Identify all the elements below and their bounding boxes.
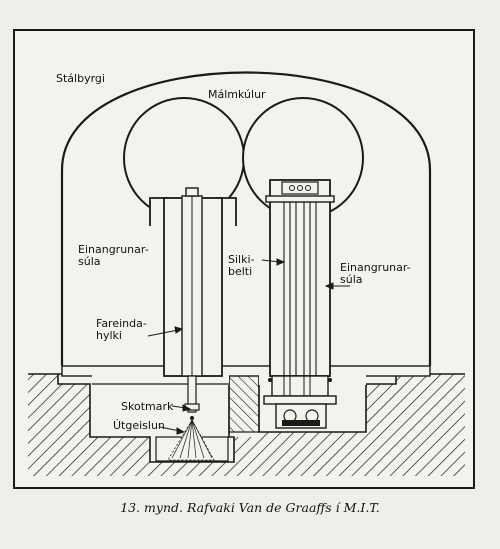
- silk-belt: [283, 202, 317, 376]
- label-insulating-column-right: Einangrunar- súla: [340, 261, 411, 286]
- label-silk-belt: Silki- belti: [228, 253, 255, 278]
- metal-spheres: [123, 97, 364, 219]
- label-radiation: Útgeislun: [113, 419, 165, 432]
- figure-caption: 13. mynd. Rafvaki Van de Graaffs í M.I.T…: [120, 500, 380, 515]
- label-insulating-column-left: Einangrunar- súla: [78, 243, 149, 268]
- label-metal-spheres: Málmkúlur: [208, 88, 266, 101]
- label-accelerator-tube: Fareinda- hylki: [96, 317, 147, 342]
- leader-arrows: [147, 258, 350, 435]
- label-steel-building: Stálbyrgi: [56, 72, 105, 85]
- ground-foundation: [28, 373, 465, 476]
- left-insulating-column: [149, 187, 237, 461]
- label-target: Skotmark: [121, 400, 174, 413]
- right-insulating-column: [263, 179, 337, 429]
